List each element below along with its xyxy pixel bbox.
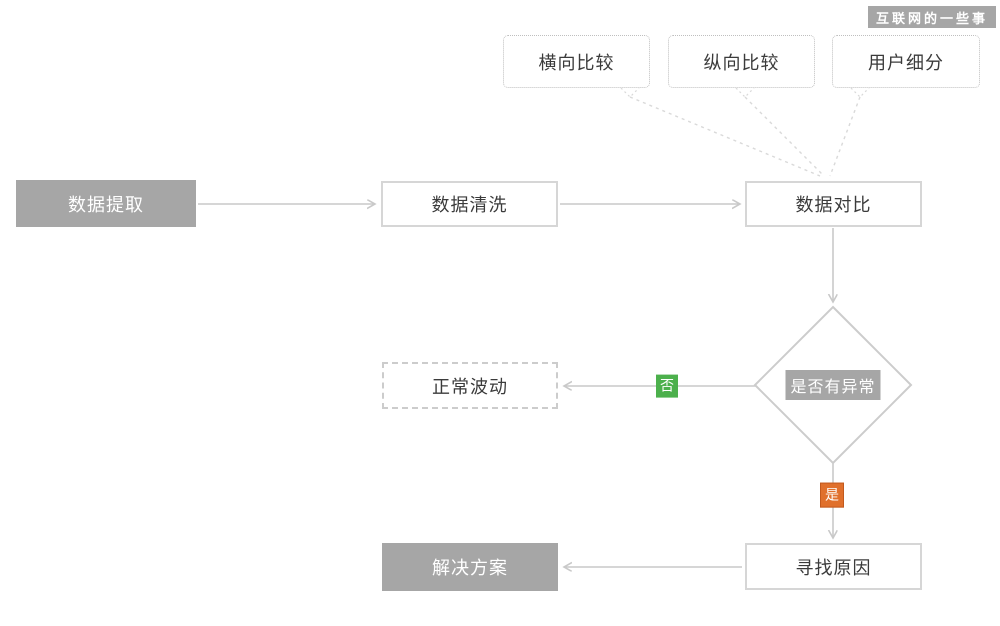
node-data-clean: 数据清洗 (381, 181, 558, 227)
node-find-cause-label: 寻找原因 (795, 557, 872, 578)
node-data-compare-label: 数据对比 (795, 195, 872, 215)
node-normal-fluctuation: 正常波动 (382, 362, 558, 409)
watermark-badge: 互联网的一些事 (868, 6, 996, 28)
branch-yes-badge: 是 (820, 482, 844, 508)
callout-user-segment: 用户细分 (832, 35, 980, 88)
watermark-label: 互联网的一些事 (875, 10, 988, 26)
node-solution: 解决方案 (382, 543, 558, 591)
node-data-extract: 数据提取 (16, 180, 196, 227)
node-data-compare: 数据对比 (745, 181, 922, 227)
decision-diamond-label: 是否有异常 (785, 370, 881, 400)
callout-horizontal-compare-label: 横向比较 (538, 52, 615, 73)
node-find-cause: 寻找原因 (745, 543, 922, 590)
callout-vertical-compare-label: 纵向比较 (703, 52, 780, 73)
branch-no-badge: 否 (656, 374, 678, 398)
callout-horizontal-compare: 横向比较 (503, 35, 650, 88)
node-data-clean-label: 数据清洗 (431, 195, 508, 215)
callout-vertical-compare: 纵向比较 (668, 35, 815, 88)
node-data-extract-label: 数据提取 (68, 194, 144, 215)
callout-connectors (629, 96, 861, 177)
node-solution-label: 解决方案 (432, 558, 508, 578)
callout-user-segment-label: 用户细分 (868, 52, 944, 73)
node-normal-fluctuation-label: 正常波动 (432, 376, 508, 397)
